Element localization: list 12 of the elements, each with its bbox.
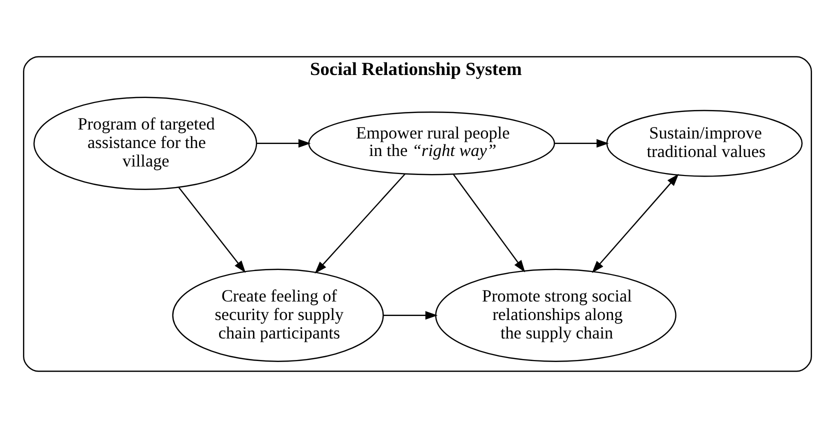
arrow — [554, 139, 609, 148]
arrow — [256, 139, 311, 148]
arrow — [314, 174, 406, 274]
node-ellipse: Create feeling of security for supply chain participants — [172, 268, 384, 362]
node-ellipse: Promote strong social relationships along the supply chain — [435, 268, 676, 362]
arrow — [592, 174, 679, 273]
node-ellipse: Sustain/improve traditional values — [606, 110, 803, 177]
node-ellipse: Program of targeted assistance for the village — [33, 96, 258, 190]
arrow — [178, 187, 246, 273]
node-ellipse: Empower rural people in the “right way” — [308, 112, 556, 176]
arrow — [453, 174, 526, 272]
arrow — [383, 311, 438, 320]
